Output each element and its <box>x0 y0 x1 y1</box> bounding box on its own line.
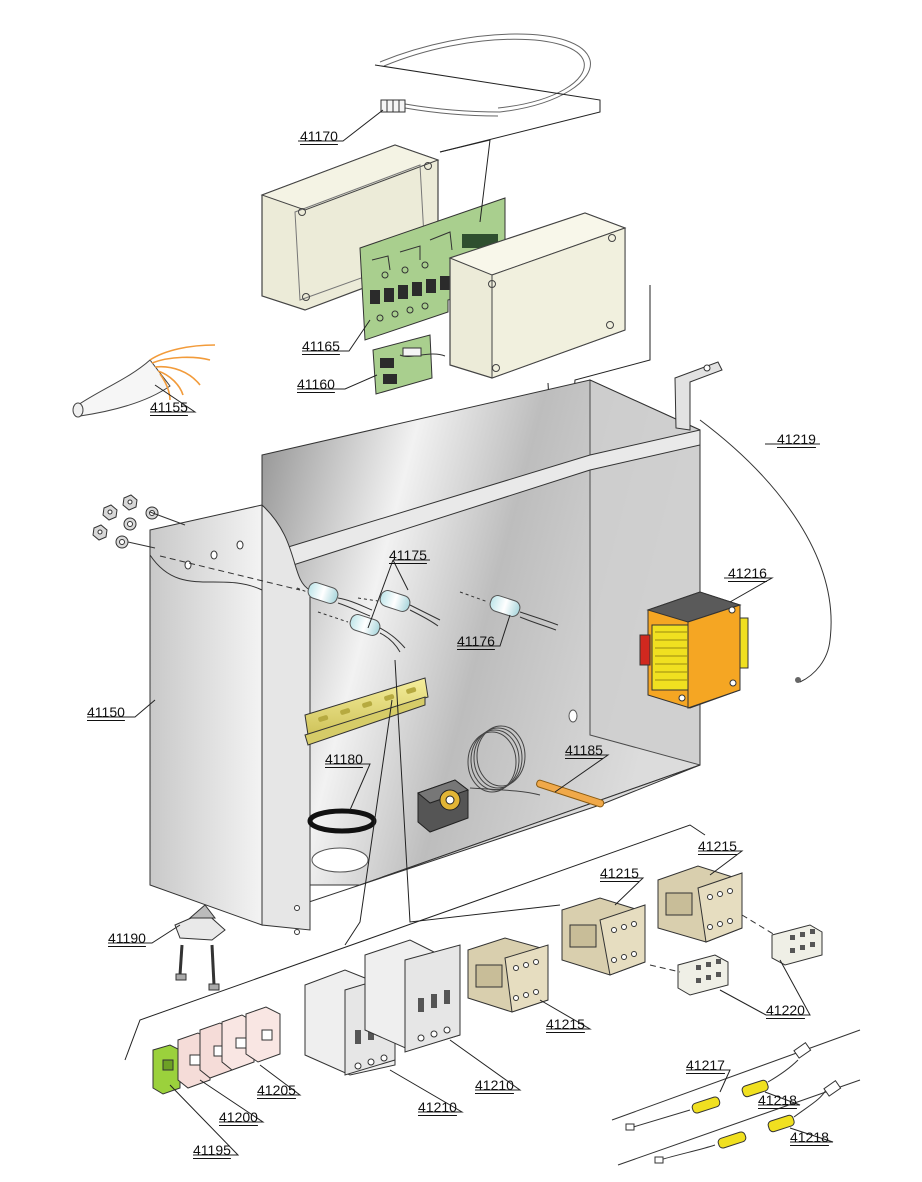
label-41216: 41216 <box>728 565 767 581</box>
capacitor-41176 <box>459 591 559 631</box>
wall-bracket-41219 <box>674 361 832 683</box>
label-41175: 41175 <box>389 547 427 563</box>
thermostat-41185 <box>417 725 605 833</box>
contactor-41215-b <box>561 897 646 976</box>
power-cable-41155 <box>72 344 216 418</box>
o-ring-41180 <box>307 808 377 834</box>
label-41220: 41220 <box>766 1002 805 1018</box>
cabinet-41150 <box>149 379 801 935</box>
enclosure-lid-right <box>448 212 627 379</box>
control-board-41165 <box>359 197 506 341</box>
label-41185: 41185 <box>565 742 603 758</box>
label-41217: 41217 <box>686 1057 725 1073</box>
label-41200: 41200 <box>219 1109 258 1125</box>
label-41165: 41165 <box>302 338 340 354</box>
connector-cable-41170 <box>379 33 591 117</box>
fuse-holders-41217 <box>611 1029 861 1166</box>
label-41215-mid: 41215 <box>600 865 639 881</box>
label-41218-lower: 41218 <box>790 1129 829 1145</box>
label-41205: 41205 <box>257 1082 296 1098</box>
label-41210-left: 41210 <box>418 1099 457 1115</box>
label-41215-top: 41215 <box>698 838 737 854</box>
contactor-41215-a <box>467 937 549 1013</box>
label-41150: 41150 <box>87 704 125 720</box>
label-41195: 41195 <box>193 1142 231 1158</box>
nuts-and-washers <box>92 494 159 549</box>
label-41170: 41170 <box>300 128 338 144</box>
transformer-41216 <box>639 591 749 709</box>
contactor-41210-right <box>364 939 461 1053</box>
terminal-blocks-41205 <box>221 1006 281 1071</box>
aux-contact-41220-a <box>677 954 729 996</box>
label-41190: 41190 <box>108 930 146 946</box>
label-41218-upper: 41218 <box>758 1092 797 1108</box>
interface-board-41160 <box>372 334 446 395</box>
contactor-41215-c <box>657 865 743 943</box>
label-41215-low: 41215 <box>546 1016 585 1032</box>
label-41160: 41160 <box>297 376 335 392</box>
label-41219: 41219 <box>777 431 816 447</box>
label-41155: 41155 <box>150 399 188 415</box>
aux-contact-41220-b <box>771 924 823 966</box>
capacitors-41175 <box>296 582 441 653</box>
label-41180: 41180 <box>325 751 363 767</box>
label-41176: 41176 <box>457 633 495 649</box>
foot-41190 <box>174 904 226 991</box>
label-41210-right: 41210 <box>475 1077 514 1093</box>
terminal-block-green-41195 <box>152 1044 181 1095</box>
leader-lines <box>87 109 834 1156</box>
